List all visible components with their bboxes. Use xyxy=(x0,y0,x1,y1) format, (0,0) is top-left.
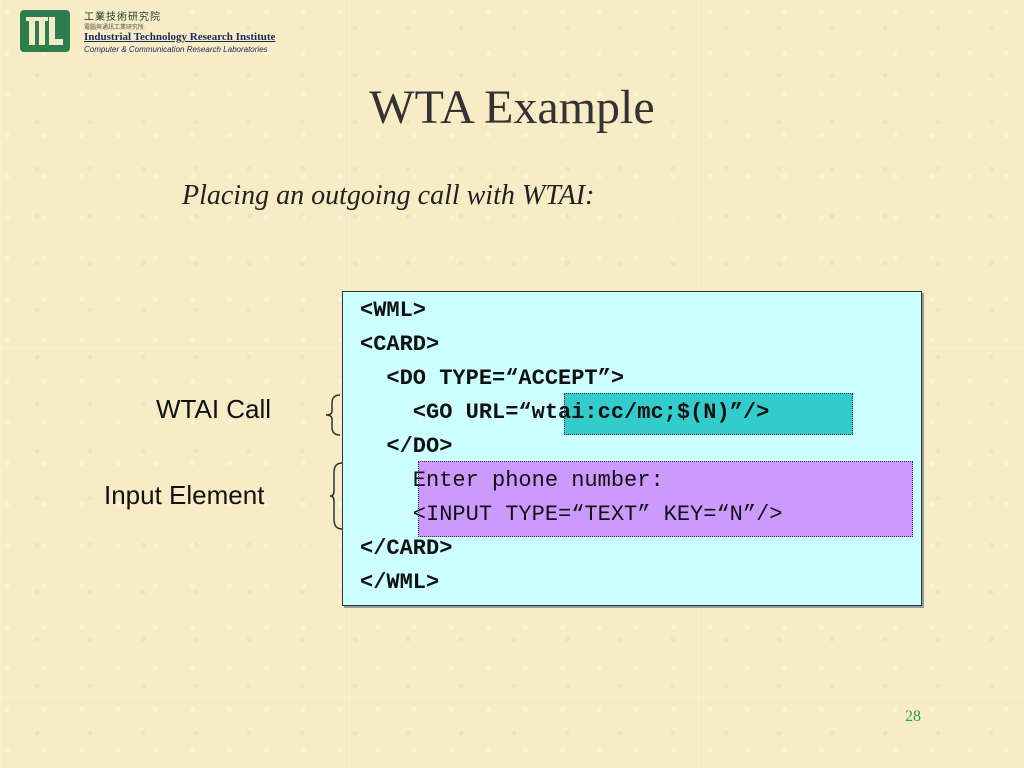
lab-name-english: Computer & Communication Research Labora… xyxy=(84,45,268,54)
code-line-wml-close: </WML> xyxy=(360,570,440,595)
url-highlight xyxy=(564,393,853,435)
label-input-element: Input Element xyxy=(104,480,265,510)
code-line-go-url: <GO URL=“wtai:cc/mc;$(N)”/> xyxy=(360,400,770,425)
code-line-input: <INPUT TYPE=“TEXT” KEY=“N”/> xyxy=(360,502,783,527)
input-highlight xyxy=(418,461,913,537)
org-name-english: Industrial Technology Research Institute xyxy=(84,31,276,43)
code-line-do-close: </DO> xyxy=(360,434,453,459)
org-subname-chinese: 電腦與通訊工業研究所 xyxy=(84,24,145,31)
brace-wtai-call-icon xyxy=(325,394,341,436)
label-wtai-call: WTAI Call xyxy=(156,394,272,424)
page-number: 28 xyxy=(905,708,921,725)
code-line-do-open: <DO TYPE=“ACCEPT”> xyxy=(360,366,625,391)
code-line-prompt: Enter phone number: xyxy=(360,468,664,493)
code-line-card-close: </CARD> xyxy=(360,536,453,561)
slide-subtitle: Placing an outgoing call with WTAI: xyxy=(182,180,595,211)
itri-logo: 工業技術研究院 電腦與通訊工業研究所 Industrial Technology… xyxy=(20,8,320,56)
slide-title: WTA Example xyxy=(369,81,655,134)
itri-logo-icon xyxy=(20,10,70,52)
code-box xyxy=(342,291,922,606)
org-name-chinese: 工業技術研究院 xyxy=(84,12,161,23)
brace-input-element-icon xyxy=(329,462,343,530)
code-line-wml-open: <WML> xyxy=(360,298,427,323)
code-line-card-open: <CARD> xyxy=(360,332,440,357)
